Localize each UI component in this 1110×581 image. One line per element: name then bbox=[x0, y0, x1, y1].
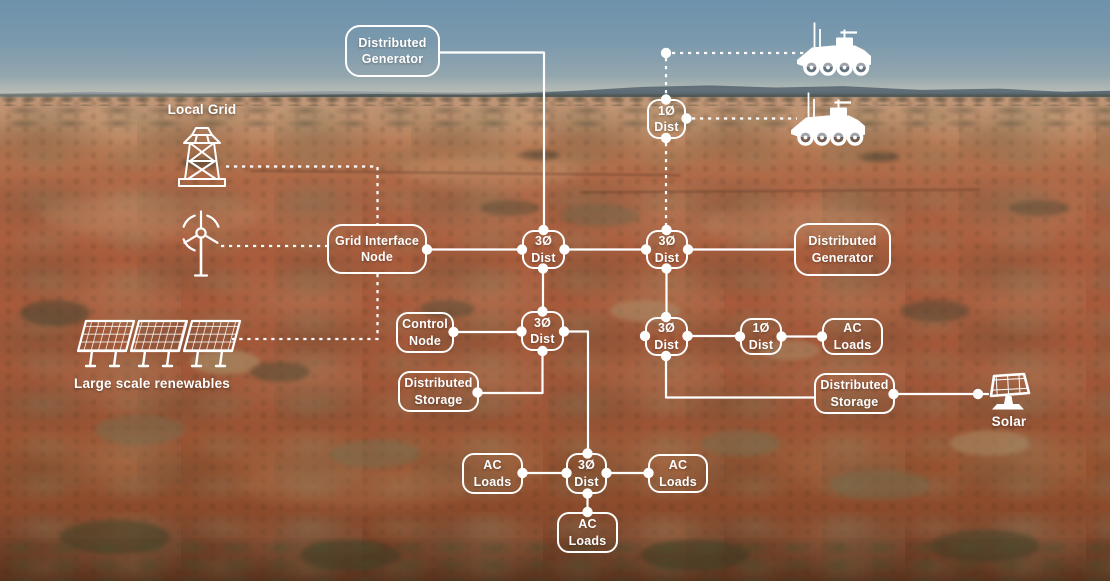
solar-label: Solar bbox=[991, 414, 1027, 429]
node-dist1-top: 1Ø Dist bbox=[647, 99, 686, 139]
solar-array-icon bbox=[76, 319, 242, 368]
node-ac-loads-bottom-center: AC Loads bbox=[557, 512, 618, 553]
node-dist1-right: 1Ø Dist bbox=[740, 318, 782, 355]
junction-dots bbox=[421, 47, 984, 518]
node-dist3-top-right: 3Ø Dist bbox=[646, 230, 688, 269]
sky bbox=[0, 0, 1110, 97]
node-distributed-generator-right: Distributed Generator bbox=[794, 223, 891, 276]
large-scale-renewables-label: Large scale renewables bbox=[74, 376, 230, 391]
foreground-grass bbox=[0, 538, 1110, 581]
node-ac-loads-bottom-left: AC Loads bbox=[462, 453, 523, 494]
wind-turbine-icon bbox=[182, 210, 220, 277]
connectors-dashed bbox=[221, 51, 806, 341]
node-ac-loads-right: AC Loads bbox=[822, 318, 883, 355]
node-control: Control Node bbox=[396, 312, 454, 353]
horizon-scrub bbox=[0, 95, 1110, 106]
node-dist3-bottom: 3Ø Dist bbox=[566, 453, 607, 494]
node-ac-loads-bottom-right: AC Loads bbox=[648, 454, 708, 493]
military-vehicle-icon-bottom bbox=[789, 90, 867, 146]
node-grid-interface: Grid Interface Node bbox=[327, 224, 427, 274]
military-vehicle-icon-top bbox=[795, 20, 873, 76]
local-grid-label: Local Grid bbox=[167, 102, 237, 117]
solar-panel-icon bbox=[989, 372, 1031, 410]
transmission-tower-icon bbox=[178, 127, 226, 187]
node-dist3-mid-left: 3Ø Dist bbox=[521, 311, 564, 351]
node-distributed-generator-top: Distributed Generator bbox=[345, 25, 440, 77]
node-distributed-storage-right: Distributed Storage bbox=[814, 373, 895, 414]
node-dist3-mid-right: 3Ø Dist bbox=[645, 317, 688, 356]
node-dist3-top-left: 3Ø Dist bbox=[522, 230, 565, 269]
node-distributed-storage-left: Distributed Storage bbox=[398, 371, 479, 412]
horizon-scrub-2 bbox=[0, 104, 1110, 132]
connectors-solid bbox=[425, 51, 990, 514]
